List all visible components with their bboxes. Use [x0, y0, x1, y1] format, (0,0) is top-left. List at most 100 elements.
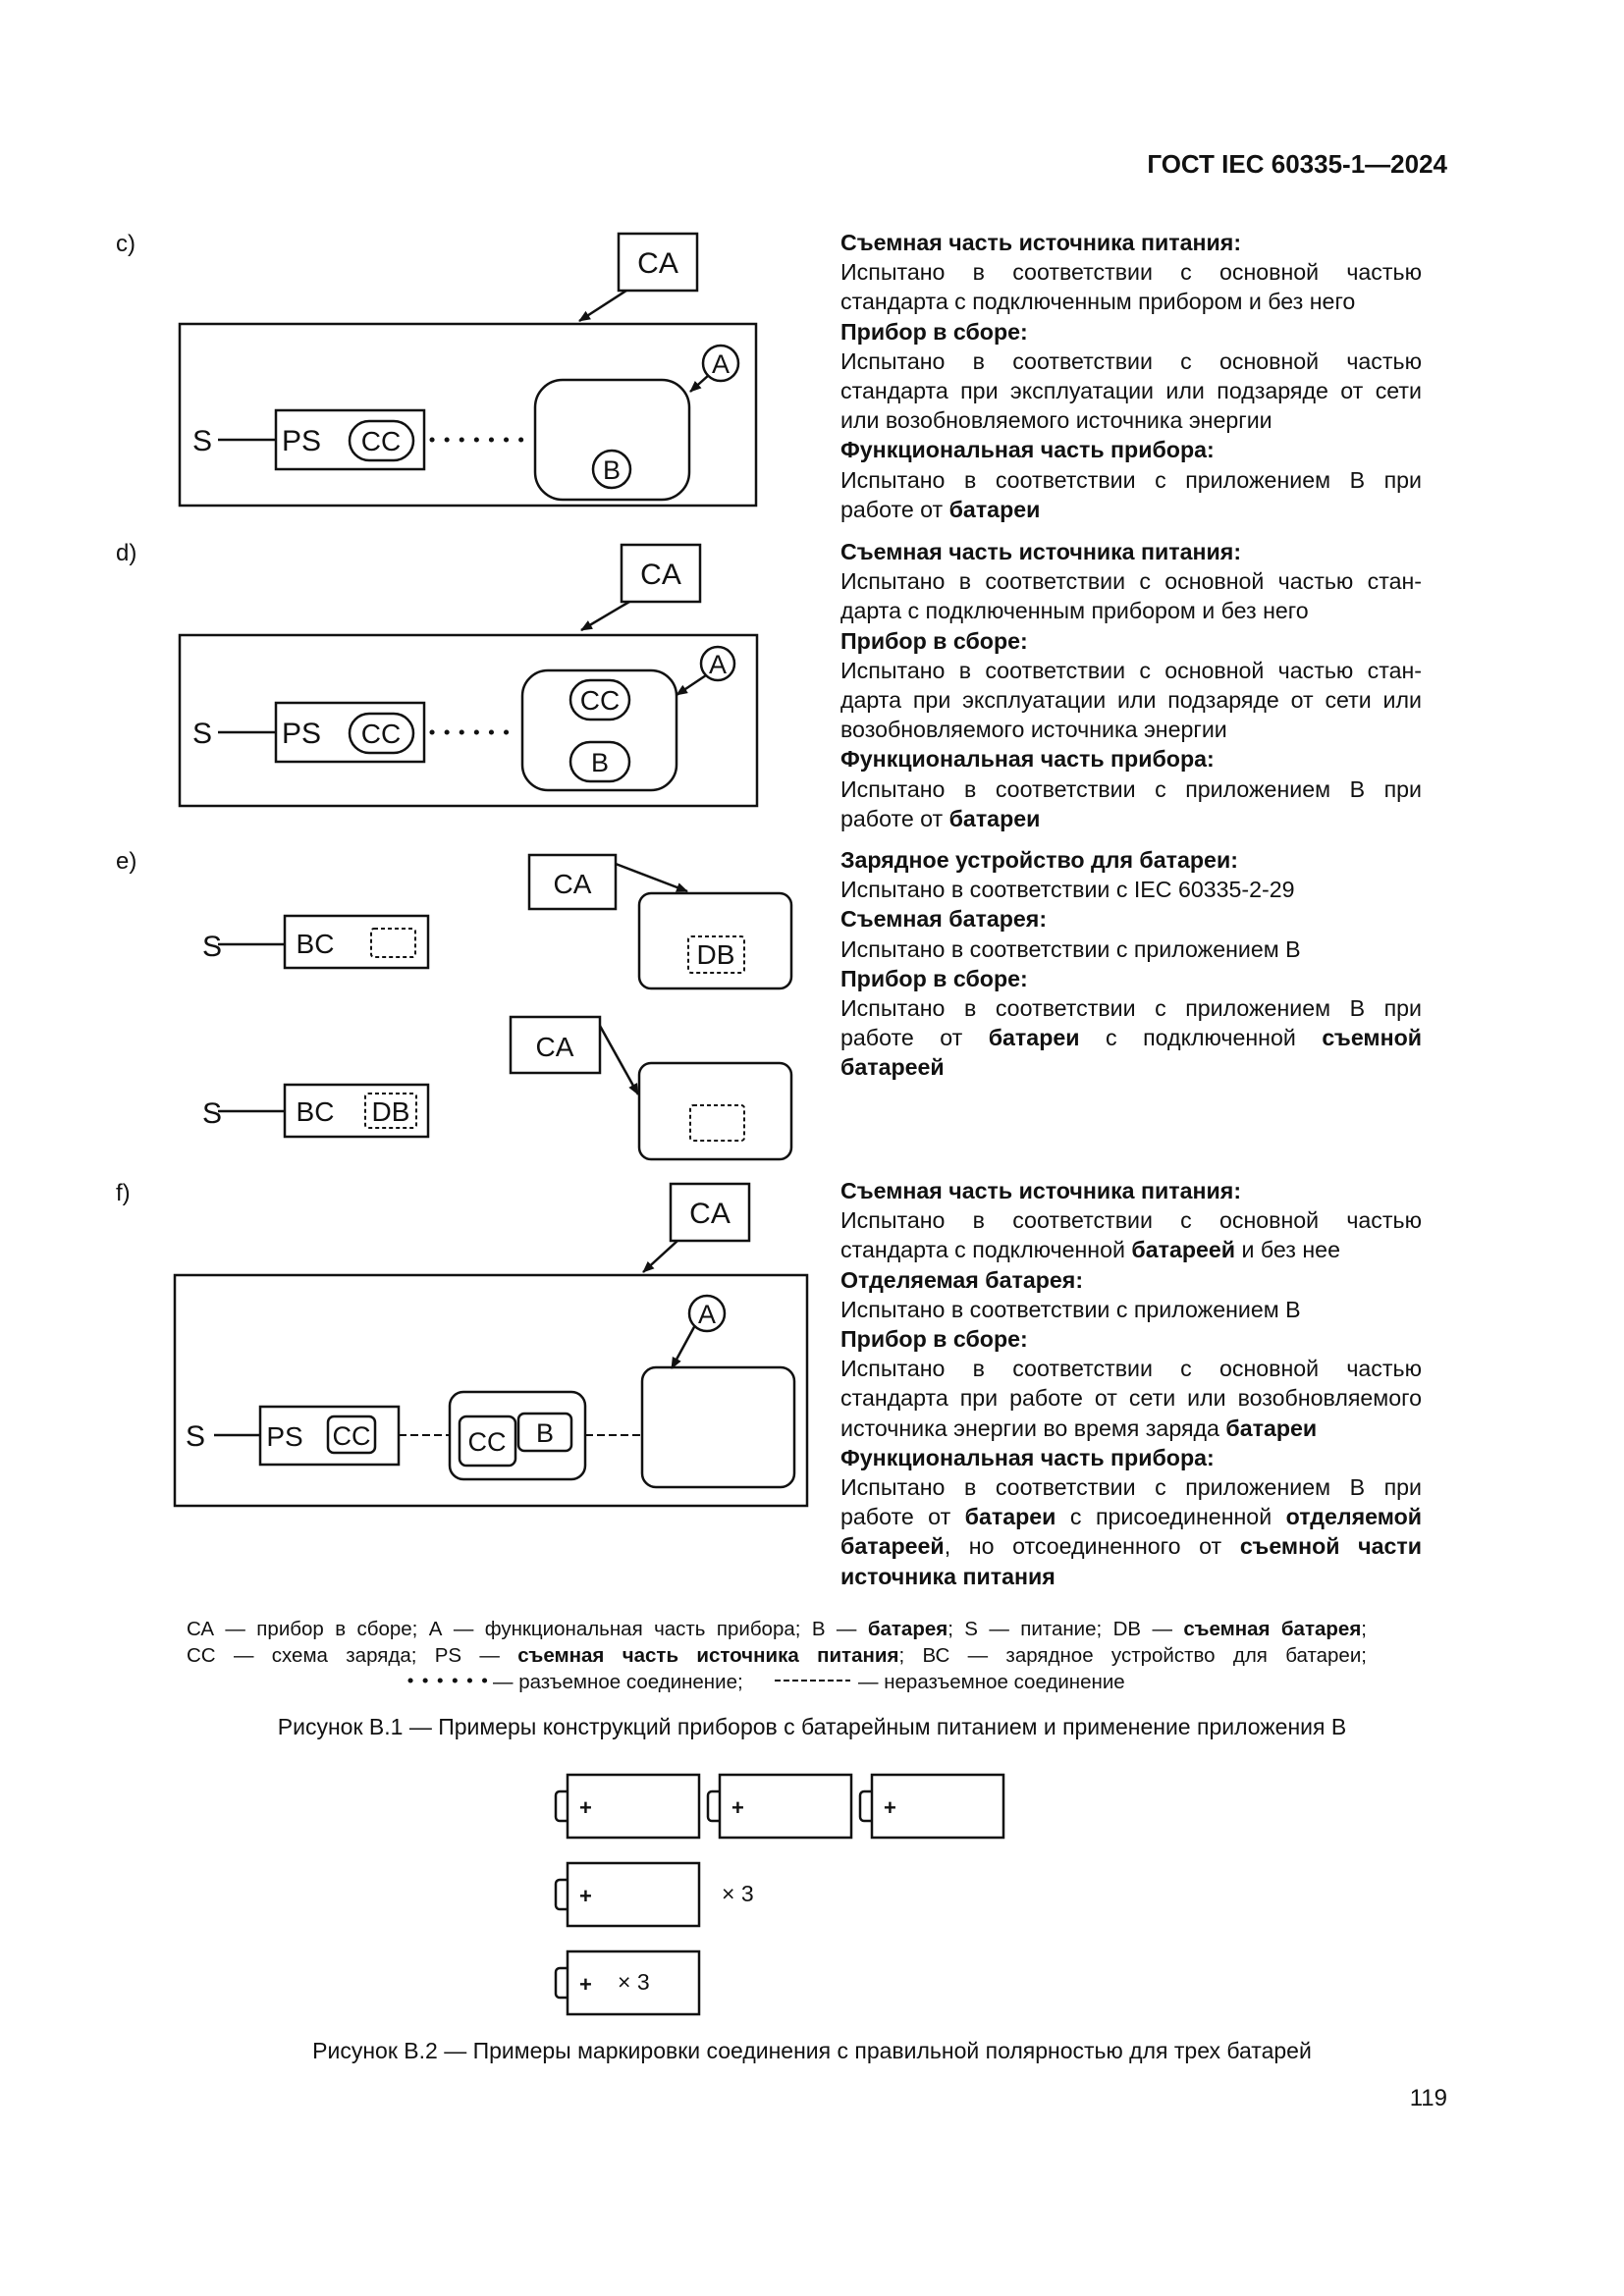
a-arrow — [670, 1324, 697, 1369]
figure-b1-caption: Рисунок В.1 — Примеры конструкций прибор… — [277, 1714, 1347, 1739]
description-paragraph: Функциональная часть прибора: — [840, 1444, 1215, 1470]
battery-2 — [718, 1773, 853, 1840]
battery-5 — [566, 1949, 701, 2016]
db-in-charger — [364, 1093, 417, 1129]
battery-4-terminal — [554, 1878, 568, 1911]
description-paragraph: Съемная часть источника питания: — [840, 230, 1242, 255]
description-paragraph: Зарядное устройство для батареи: — [840, 847, 1238, 873]
figure-b2-batteries — [554, 1773, 1005, 2016]
description-paragraph: Испытано в соответствии с основной часть… — [840, 657, 1422, 743]
ca-box — [617, 232, 699, 293]
ps-box — [274, 701, 426, 764]
page-number: 119 — [1409, 2085, 1447, 2111]
description-paragraph: Испытано в соответствии с основной часть… — [840, 259, 1422, 315]
a-circle — [699, 645, 736, 682]
label-ca: CA — [637, 247, 678, 280]
label-a: A — [709, 650, 727, 679]
legend-line-2: СС — схема заряда; PS — съемная часть ис… — [187, 1644, 1367, 1667]
label-b: B — [603, 455, 621, 485]
cc-oval — [348, 712, 415, 755]
description-paragraph: Прибор в сборе: — [840, 627, 1028, 654]
b-box — [516, 1412, 573, 1453]
battery-5-terminal — [554, 1966, 568, 2000]
description-paragraph: Испытано в соответствии с приложением В — [840, 935, 1301, 962]
description-paragraph: Испытано в соответствии с приложением В … — [840, 775, 1422, 831]
legend-permanent-text: — неразъемное соединение — [858, 1671, 1125, 1693]
label-bc: BC — [297, 1096, 335, 1127]
label-s: S — [192, 425, 212, 457]
description-paragraph: Испытано в соответствии с IEC 60335-2-29 — [840, 877, 1295, 903]
plus-1: + — [579, 1795, 592, 1820]
a-arrow — [676, 673, 707, 697]
cc-oval — [348, 419, 415, 462]
ca-arrow — [578, 289, 627, 323]
battery-1-terminal — [554, 1789, 568, 1823]
ca-box-1 — [527, 853, 618, 911]
assembly-frame — [178, 322, 758, 507]
battery-3-terminal — [858, 1789, 872, 1823]
label-s: S — [192, 718, 212, 750]
description-paragraph: Испытано в соответствии с приложением В … — [840, 466, 1422, 522]
ca-box — [669, 1182, 751, 1243]
description-paragraph: Съемная часть источника питания: — [840, 1178, 1242, 1203]
description-paragraph: Испытано в соответствии с приложением В — [840, 1296, 1301, 1322]
empty-slot-1 — [370, 928, 416, 958]
label-s: S — [202, 1097, 222, 1130]
description-paragraph: Прибор в сборе: — [840, 318, 1028, 345]
description-paragraph: Съемная батарея: — [840, 906, 1048, 933]
ps-box — [274, 408, 426, 471]
document-header: ГОСТ IEC 60335-1—2024 — [1147, 149, 1447, 179]
cc-oval-inner — [568, 678, 631, 721]
description-paragraph: Прибор в сборе: — [840, 1326, 1028, 1353]
a-arrow — [689, 374, 710, 393]
label-s: S — [202, 931, 222, 963]
description-paragraph: Испытано в соответствии с приложением В … — [840, 1474, 1422, 1589]
battery-4 — [566, 1861, 701, 1928]
b-oval — [568, 740, 631, 783]
figure-legend: СА — прибор в сборе; А — функциональная … — [187, 1616, 1367, 1695]
diagram-e — [218, 853, 793, 1161]
ca-box — [620, 543, 702, 604]
assembly-frame — [178, 633, 759, 808]
description-f: Съемная часть источника питания: Испытано… — [840, 1176, 1422, 1591]
description-d: Съемная часть источника питания: Испытано… — [840, 537, 1422, 833]
functional-part — [640, 1365, 796, 1489]
empty-slot-2 — [689, 1104, 745, 1142]
legend-line-1: СА — прибор в сборе; А — функциональная … — [187, 1618, 1367, 1640]
appliance-2 — [637, 1061, 793, 1161]
battery-2-terminal — [706, 1789, 720, 1823]
figure-b2-caption: Рисунок В.2 — Примеры маркировки соедине… — [312, 2038, 1312, 2063]
bc-box-1 — [283, 914, 430, 970]
plus-3: + — [884, 1795, 896, 1820]
label-db: DB — [697, 939, 735, 970]
legend-pluggable-text: — разъемное соединение; — [493, 1671, 743, 1693]
label-cc-inner: CC — [580, 685, 620, 716]
a-circle — [701, 344, 740, 383]
label-s: S — [186, 1420, 205, 1453]
label-b: B — [591, 748, 609, 777]
description-paragraph: Испытано в соответствии с основной часть… — [840, 1207, 1422, 1263]
label-a: A — [712, 349, 730, 379]
block-label-e: e) — [116, 848, 137, 875]
label-ps: PS — [282, 718, 321, 750]
label-a: A — [698, 1300, 716, 1329]
label-cc: CC — [361, 719, 401, 749]
label-b: B — [536, 1418, 554, 1448]
ca-arrow — [580, 600, 630, 632]
description-paragraph: Функциональная часть прибора: — [840, 437, 1215, 463]
times-three-outside: × 3 — [722, 1881, 754, 1906]
label-ca: CA — [640, 559, 681, 591]
assembly-frame — [173, 1273, 809, 1508]
label-db: DB — [372, 1096, 410, 1127]
ca-arrow-2 — [598, 1025, 640, 1095]
block-label-d: d) — [116, 540, 137, 566]
description-c: Съемная часть источника питания: Испытано… — [840, 228, 1422, 524]
description-paragraph: Съемная часть источника питания: — [840, 539, 1242, 564]
bc-box-2 — [283, 1083, 430, 1139]
description-paragraph: Испытано в соответствии с основной часть… — [840, 568, 1422, 624]
a-circle — [687, 1294, 727, 1333]
label-cc: CC — [333, 1421, 371, 1451]
functional-part — [533, 378, 691, 502]
description-paragraph: Испытано в соответствии с основной часть… — [840, 347, 1422, 434]
